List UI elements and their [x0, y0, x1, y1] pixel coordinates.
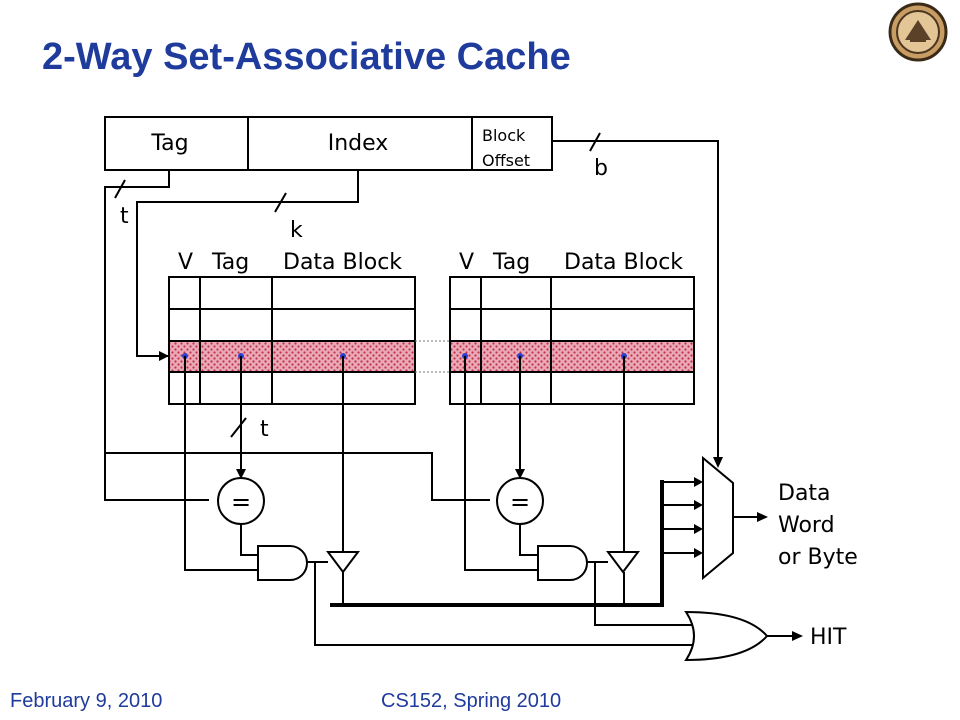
address-register: Tag Index Block Offset — [104, 116, 553, 171]
offset-width-label: b — [594, 156, 608, 181]
index-width-label: k — [290, 218, 303, 243]
way0-valid-header: V — [178, 250, 193, 275]
way1-selected-row — [450, 341, 694, 372]
block-offset-label-2: Offset — [482, 151, 530, 170]
way0-selected-row — [169, 341, 415, 372]
comparator-0-label: = — [231, 488, 251, 516]
way-0: V Tag Data Block — [168, 250, 416, 405]
hit-arrow — [792, 631, 803, 641]
way1-valid-header: V — [459, 250, 474, 275]
address-index-label: Index — [328, 131, 389, 156]
mux-output-arrow — [757, 512, 768, 522]
mux-input-arrows — [694, 477, 703, 558]
slide-title: 2-Way Set-Associative Cache — [42, 36, 571, 78]
offset-wire — [552, 132, 719, 461]
comparator-0: = — [217, 477, 265, 525]
multiplexer — [702, 455, 734, 581]
way1-tag-header: Tag — [492, 250, 530, 275]
output-label-2: Word — [778, 513, 835, 538]
compare-arrowhead-1 — [515, 469, 525, 479]
or-gate — [684, 610, 769, 662]
block-offset-label-1: Block — [482, 126, 526, 145]
offset-arrowhead — [713, 457, 723, 468]
mux-inputs — [662, 481, 698, 554]
way0-tag-header: Tag — [211, 250, 249, 275]
university-seal-icon — [888, 2, 948, 62]
row-connector — [415, 340, 450, 373]
compare-arrowhead-0 — [236, 469, 246, 479]
and-gate-0 — [257, 545, 308, 581]
way-1: V Tag Data Block — [449, 250, 695, 405]
comparator-1: = — [496, 477, 544, 525]
hit-wires — [307, 561, 795, 646]
tristate-buffer-1 — [606, 551, 640, 574]
address-tag-label: Tag — [150, 131, 188, 156]
compare-width-label: t — [260, 417, 269, 442]
and-gate-1 — [537, 545, 588, 581]
index-arrowhead — [159, 351, 169, 361]
way0-wires — [184, 356, 344, 605]
output-label-1: Data — [778, 481, 831, 506]
comparator-1-label: = — [510, 488, 530, 516]
tristate-buffer-0 — [326, 551, 360, 574]
data-bus — [330, 480, 664, 607]
tag-width-label: t — [120, 204, 129, 229]
output-label-3: or Byte — [778, 545, 858, 570]
way1-data-header: Data Block — [564, 250, 683, 275]
footer-course: CS152, Spring 2010 — [381, 690, 562, 712]
index-wire — [136, 170, 359, 357]
way0-data-header: Data Block — [283, 250, 402, 275]
footer-date: February 9, 2010 — [10, 690, 163, 712]
tag-wire — [104, 170, 490, 501]
hit-label: HIT — [810, 625, 847, 650]
